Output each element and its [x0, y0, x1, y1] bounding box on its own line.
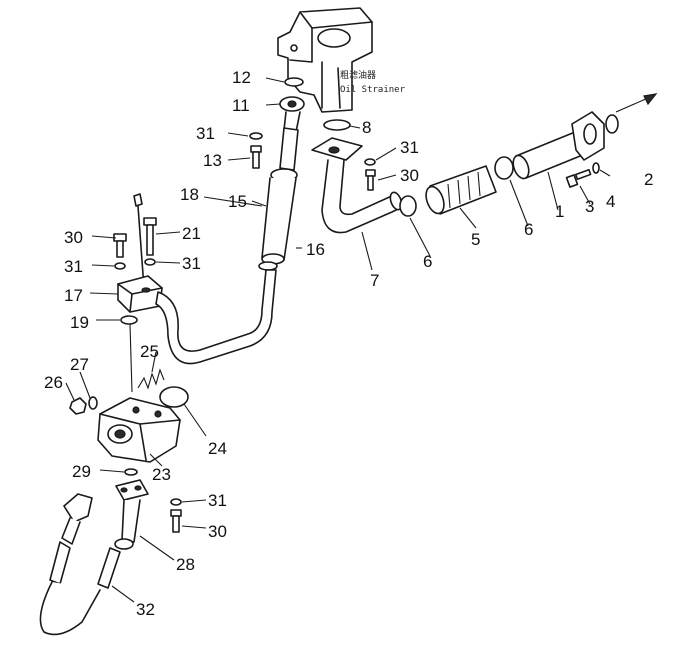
callout-30-left: 30	[64, 228, 83, 247]
part-7-elbow-pipe	[311, 137, 403, 234]
strainer-label-chinese: 粗滤油器	[340, 69, 376, 81]
part-3-bolt	[565, 168, 592, 188]
part-31-washer-lower	[170, 498, 182, 506]
part-1-tube	[512, 111, 605, 180]
part-30-bolt-lower	[170, 509, 182, 533]
direction-arrow-line	[615, 97, 649, 113]
callout-32: 32	[136, 600, 155, 619]
callout-31-left: 31	[64, 257, 83, 276]
callout-17: 17	[64, 286, 83, 305]
callout-4: 4	[606, 192, 615, 211]
callout-28: 28	[176, 555, 195, 574]
callout-24: 24	[208, 439, 227, 458]
part-25-spring	[137, 368, 165, 390]
callout-30-lower: 30	[208, 522, 227, 541]
callout-31-lower: 31	[208, 491, 227, 510]
part-31-washer-mid	[364, 158, 376, 166]
callout-27: 27	[70, 355, 89, 374]
callout-6-right: 6	[524, 220, 533, 239]
callout-11: 11	[232, 96, 250, 115]
callout-31-right: 31	[182, 254, 201, 273]
callout-16: 16	[306, 240, 325, 259]
part-18-breather	[133, 193, 145, 289]
part-16-hose-lower	[155, 269, 277, 365]
part-12-o-ring	[284, 77, 304, 87]
part-19-o-ring	[120, 315, 138, 325]
part-27-washer	[88, 396, 98, 410]
callout-6-left: 6	[423, 252, 432, 271]
part-11-elbow	[279, 96, 305, 133]
callout-1: 1	[555, 202, 564, 221]
part-26-nut	[69, 397, 87, 415]
callout-7: 7	[370, 271, 379, 290]
callout-29: 29	[72, 462, 91, 481]
part-31-washer-left	[114, 262, 126, 270]
strainer-label-english: Oil Strainer	[340, 85, 406, 95]
part-28-fitting	[114, 479, 149, 550]
callout-25: 25	[140, 342, 159, 361]
part-2-o-ring	[605, 114, 619, 134]
callout-3: 3	[585, 197, 594, 216]
callout-19: 19	[70, 313, 89, 332]
leader-lines	[65, 77, 611, 603]
part-6-clamp-left	[399, 195, 417, 217]
callout-15: 15	[228, 192, 247, 211]
callout-26: 26	[44, 373, 63, 392]
part-8-o-ring	[323, 119, 351, 131]
callout-21: 21	[182, 224, 201, 243]
callout-labels: 12 11 31 13 8 31 30 2 4 3 1 6 5 6 7 18 1…	[44, 68, 653, 619]
part-32-hose	[39, 493, 121, 636]
callout-5: 5	[471, 230, 480, 249]
part-15-pipe	[258, 168, 298, 271]
callout-12: 12	[232, 68, 251, 87]
direction-arrow-head	[643, 93, 658, 106]
callout-31-mid: 31	[400, 138, 419, 157]
part-29-o-ring	[124, 468, 138, 476]
part-23-pump	[97, 397, 181, 463]
oil-strainer-housing	[277, 7, 373, 113]
part-5-hose	[425, 165, 497, 215]
callout-2: 2	[644, 170, 653, 189]
part-16-hose-upper	[279, 127, 299, 171]
part-4-washer	[592, 162, 600, 174]
callout-8: 8	[362, 118, 371, 137]
part-24-o-ring	[159, 386, 189, 408]
callout-23: 23	[152, 465, 171, 484]
part-6-clamp-right	[494, 156, 514, 180]
part-13-bolt	[250, 145, 262, 169]
part-31-washer-right	[144, 258, 156, 266]
part-30-bolt-mid	[365, 169, 376, 191]
callout-31-upper: 31	[196, 124, 215, 143]
part-21-bolt	[143, 217, 157, 256]
part-17-block	[117, 275, 163, 313]
assembly-line-19	[129, 323, 133, 393]
callout-13: 13	[203, 151, 222, 170]
part-31-washer-upper	[249, 132, 263, 140]
callout-18: 18	[180, 185, 199, 204]
callout-30-mid: 30	[400, 166, 419, 185]
